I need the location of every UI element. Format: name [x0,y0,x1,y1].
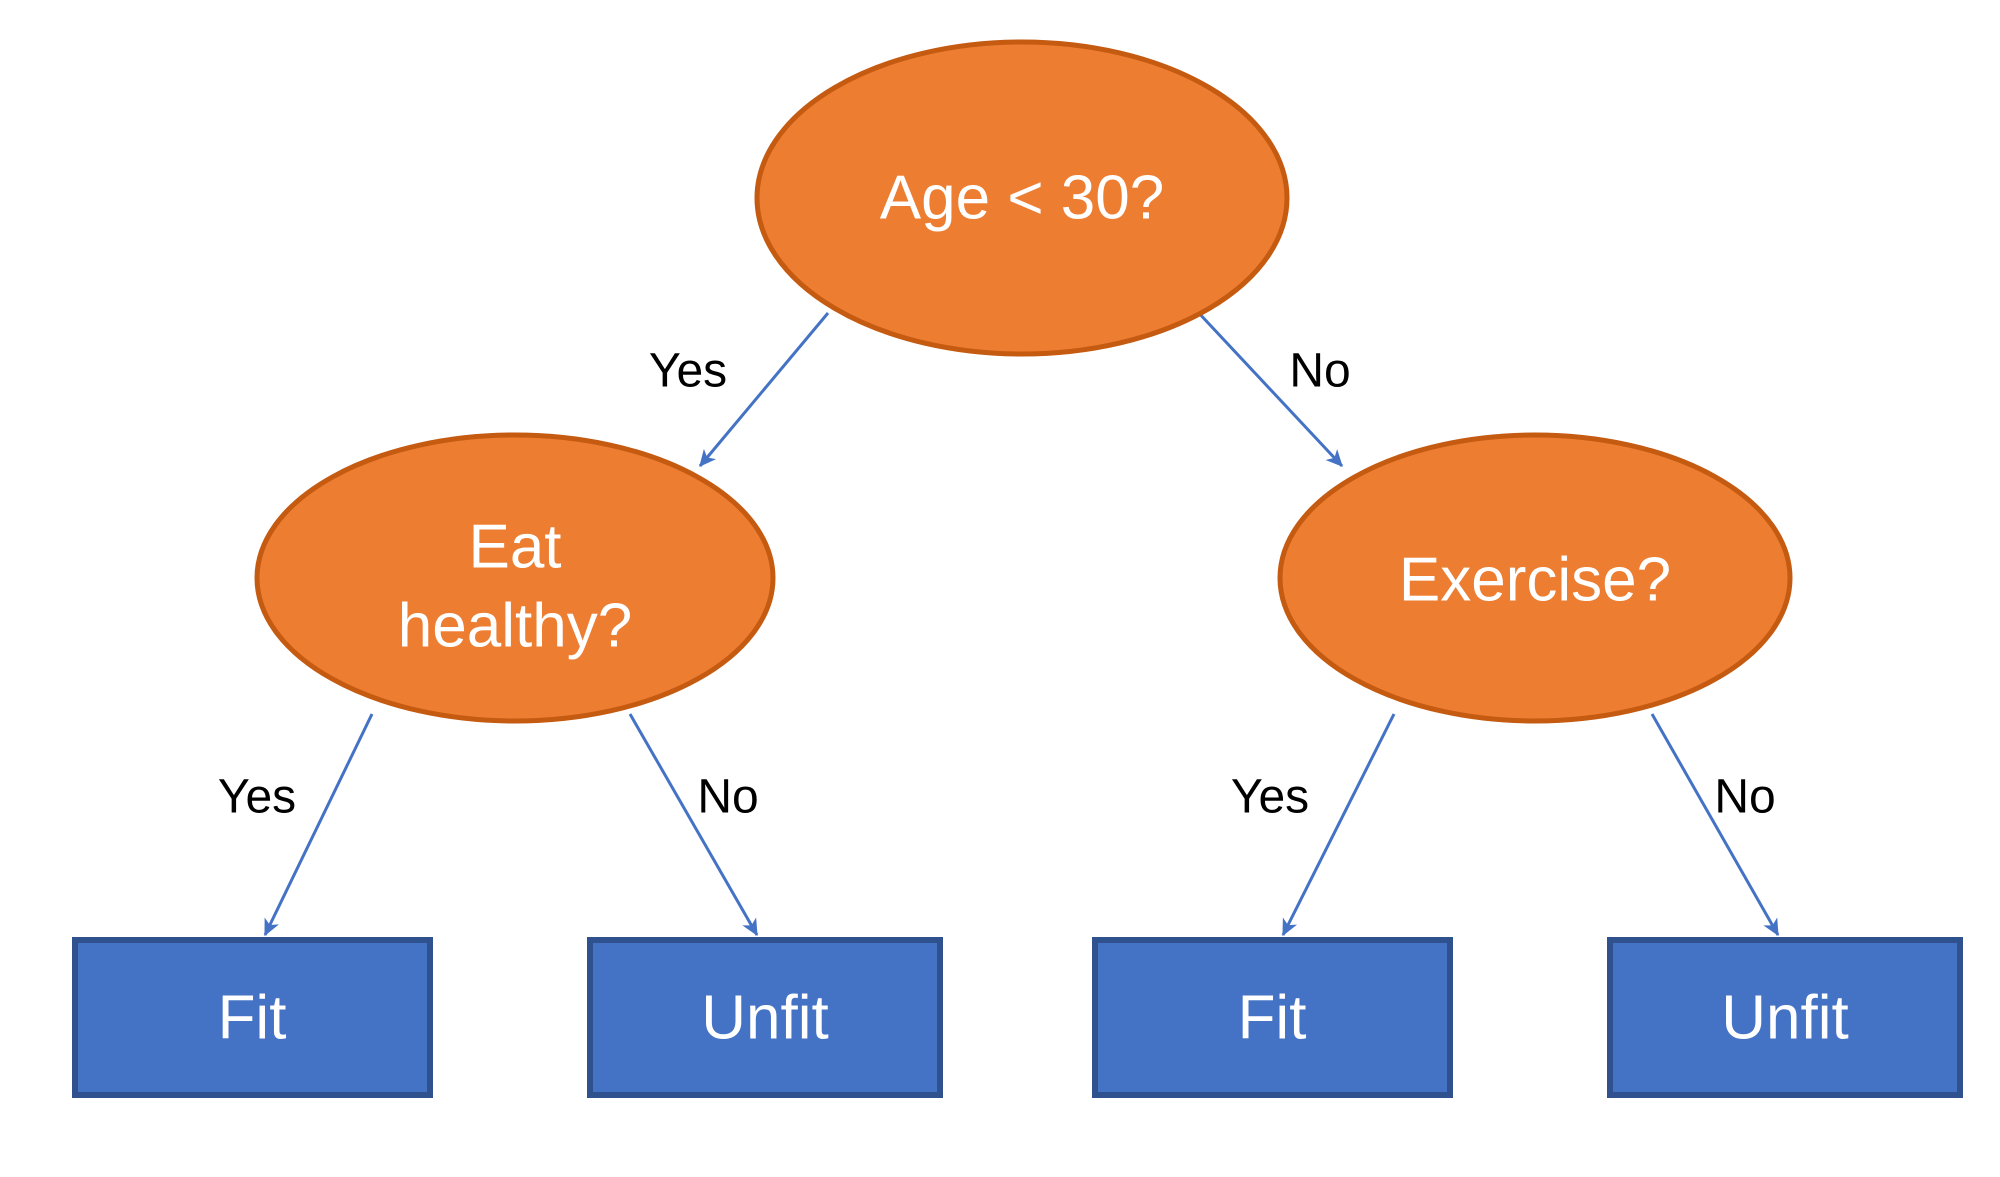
leaf-node-unfit-left[interactable]: Unfit [587,937,943,1098]
leaf-4-label: Unfit [1721,983,1848,1052]
edge-label-root-no: No [1289,345,1350,398]
leaf-node-unfit-right[interactable]: Unfit [1607,937,1963,1098]
leaf-2-rect-shape [587,937,943,1098]
edge-group [263,308,1780,937]
edge-label-left-no: No [697,771,758,824]
right-branch-label: Exercise? [1399,545,1671,614]
leaf-4-rect-shape [1607,937,1963,1098]
leaf-1-label: Fit [218,983,287,1052]
decision-node-root[interactable]: Age < 30? [754,39,1290,357]
decision-node-eat-healthy[interactable]: Eat healthy? [254,432,776,724]
leaf-2-label: Unfit [701,983,828,1052]
leaf-1-rect-shape [72,937,433,1098]
leaf-3-rect-shape [1092,937,1453,1098]
leaf-node-fit-left[interactable]: Fit [72,937,433,1098]
left-branch-label-line-2: healthy? [398,591,632,660]
edge-right-branch-to-leaf-fit [1281,713,1396,937]
leaf-3-label: Fit [1238,983,1307,1052]
edge-label-root-yes: Yes [649,345,727,398]
decision-node-exercise[interactable]: Exercise? [1277,432,1793,724]
edge-label-right-no: No [1714,771,1775,824]
right-branch-ellipse-shape [1277,432,1793,724]
edge-left-branch-to-leaf-fit [263,713,374,937]
edge-root-to-left-branch [698,312,830,467]
edge-right-branch-to-leaf-unfit [1650,713,1780,937]
edge-left-branch-to-leaf-unfit [628,713,759,937]
leaf-node-fit-right[interactable]: Fit [1092,937,1453,1098]
edge-label-left-yes: Yes [218,771,296,824]
root-ellipse-shape [754,39,1290,357]
left-branch-label-line-1: Eat [468,512,561,581]
root-node-label: Age < 30? [880,163,1164,232]
edge-label-right-yes: Yes [1231,771,1309,824]
left-branch-ellipse-shape [254,432,776,724]
edge-root-to-right-branch [1194,308,1344,468]
edge-label-group: Yes No Yes No Yes No [218,345,1776,824]
